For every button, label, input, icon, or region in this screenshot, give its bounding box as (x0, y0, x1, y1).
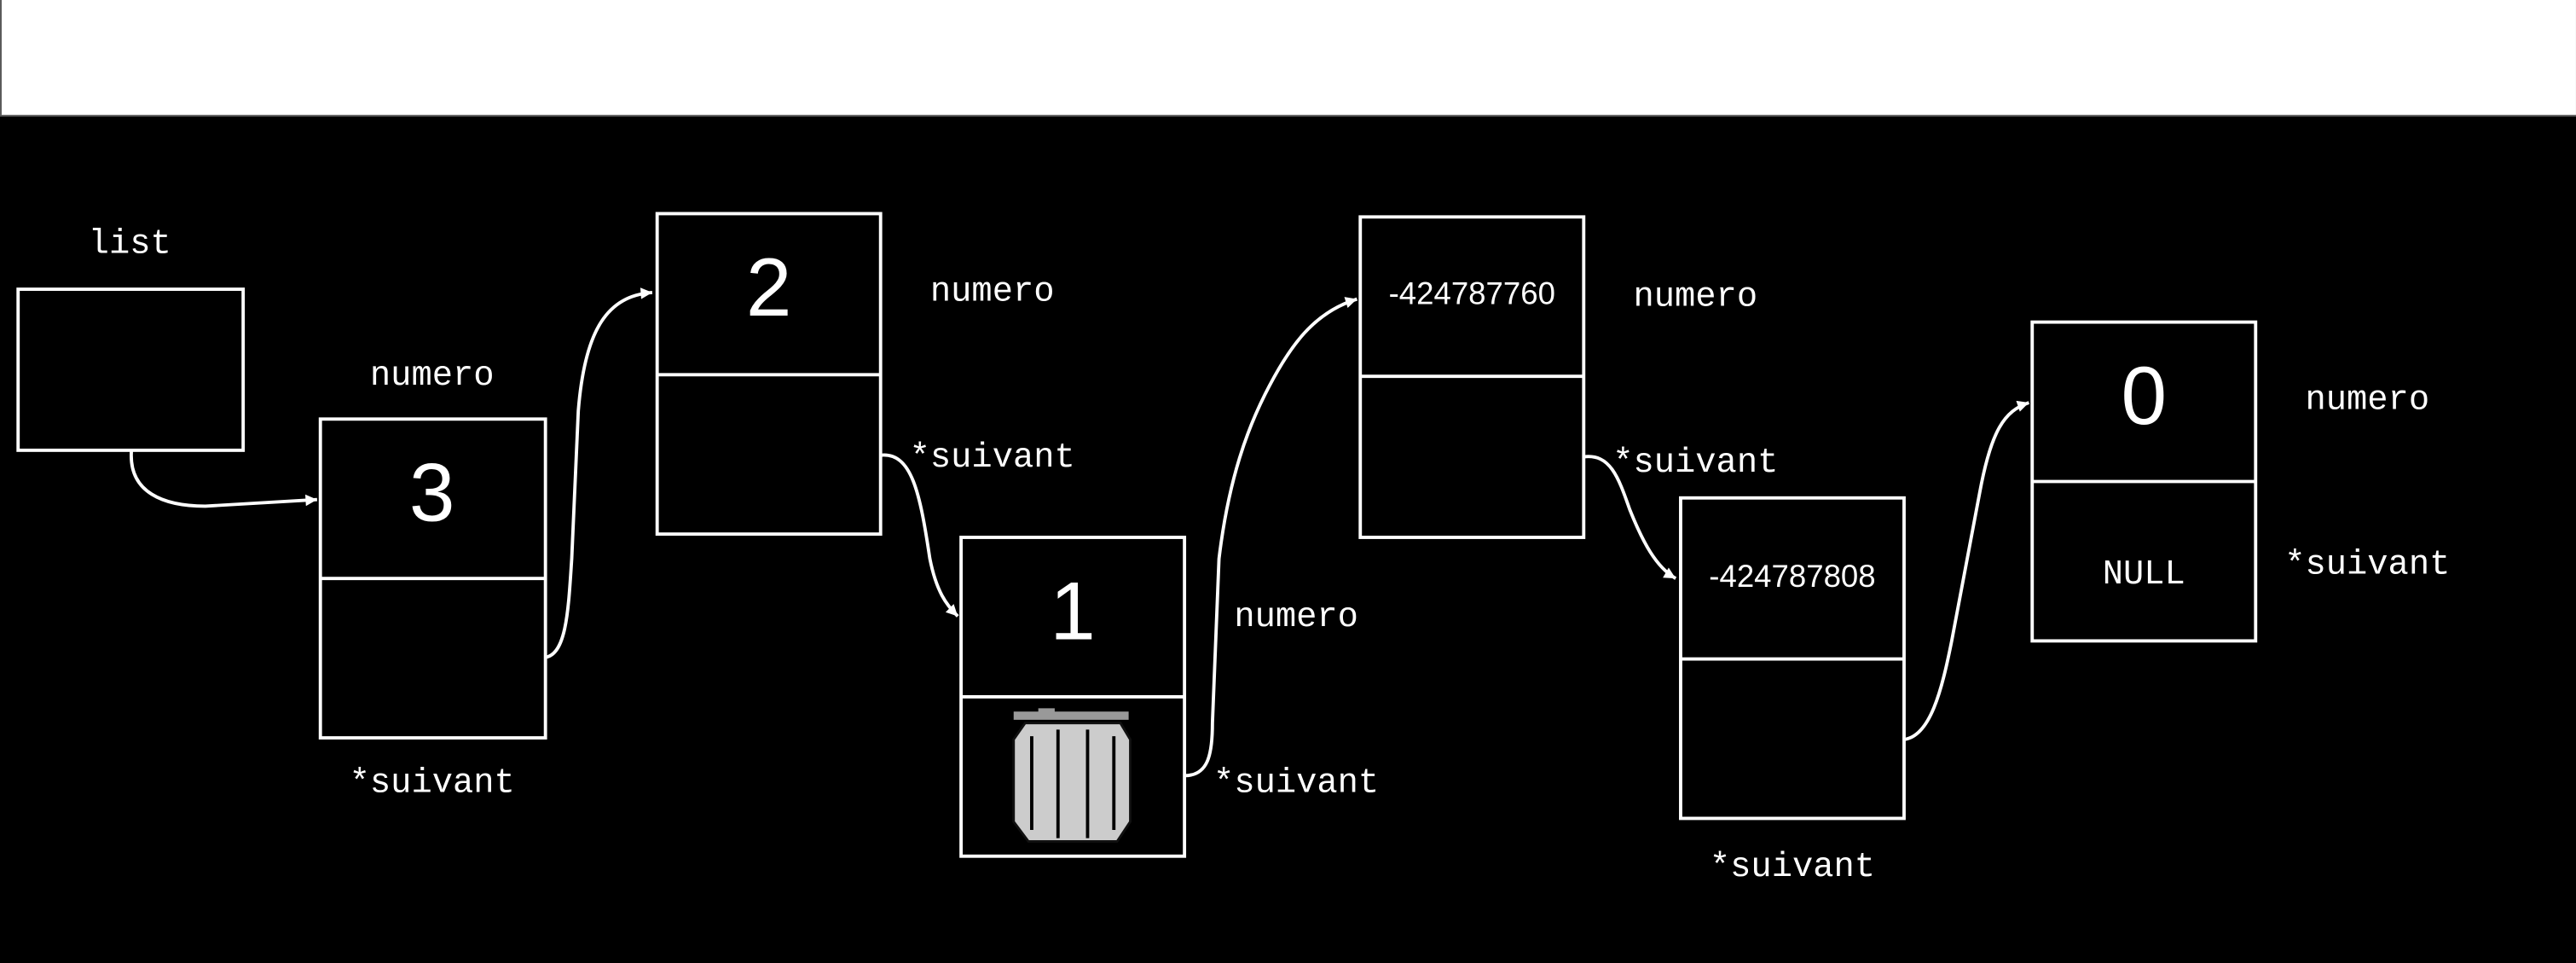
trash-icon (1012, 708, 1132, 843)
numero-label: numero (1633, 277, 1757, 316)
numero-label: numero (2305, 381, 2429, 421)
node-garbage-1: -424787760 (1358, 215, 1586, 539)
node-2: 2 (655, 212, 883, 537)
arrow-garbage-1-to-garbage-2 (1583, 455, 1677, 580)
list-label: list (89, 225, 171, 264)
node-value: 3 (409, 448, 455, 539)
numero-label: numero (930, 273, 1055, 312)
suivant-label: *suivant (1612, 444, 1778, 483)
node-value: 0 (2121, 351, 2167, 442)
numero-label: numero (1234, 598, 1358, 637)
node-value: 2 (746, 242, 792, 334)
suivant-label: *suivant (350, 764, 515, 803)
arrow-2-to-1 (880, 453, 959, 618)
suivant-label: *suivant (1213, 764, 1379, 803)
node-value: -424787808 (1709, 559, 1875, 594)
header-band (0, 0, 2576, 115)
suivant-label: *suivant (2284, 545, 2450, 584)
node-value: -424787760 (1389, 276, 1555, 310)
suivant-label: *suivant (1710, 848, 1875, 887)
arrow-garbage-2-to-0 (1903, 400, 2030, 741)
numero-label: numero (370, 357, 495, 396)
node-value: 1 (1050, 566, 1096, 657)
node-0: 0 NULL (2030, 320, 2258, 643)
arrow-3-to-2 (545, 287, 653, 659)
node-garbage-2: -424787808 (1679, 496, 1906, 821)
null-pointer: NULL (2103, 555, 2185, 595)
arrow-list-to-3 (130, 450, 317, 508)
suivant-label: *suivant (910, 438, 1075, 478)
list-pointer-box (16, 287, 246, 452)
node-3: 3 (318, 417, 547, 740)
arrow-1-to-garbage-1 (1184, 297, 1357, 778)
node-1: 1 (959, 536, 1187, 858)
